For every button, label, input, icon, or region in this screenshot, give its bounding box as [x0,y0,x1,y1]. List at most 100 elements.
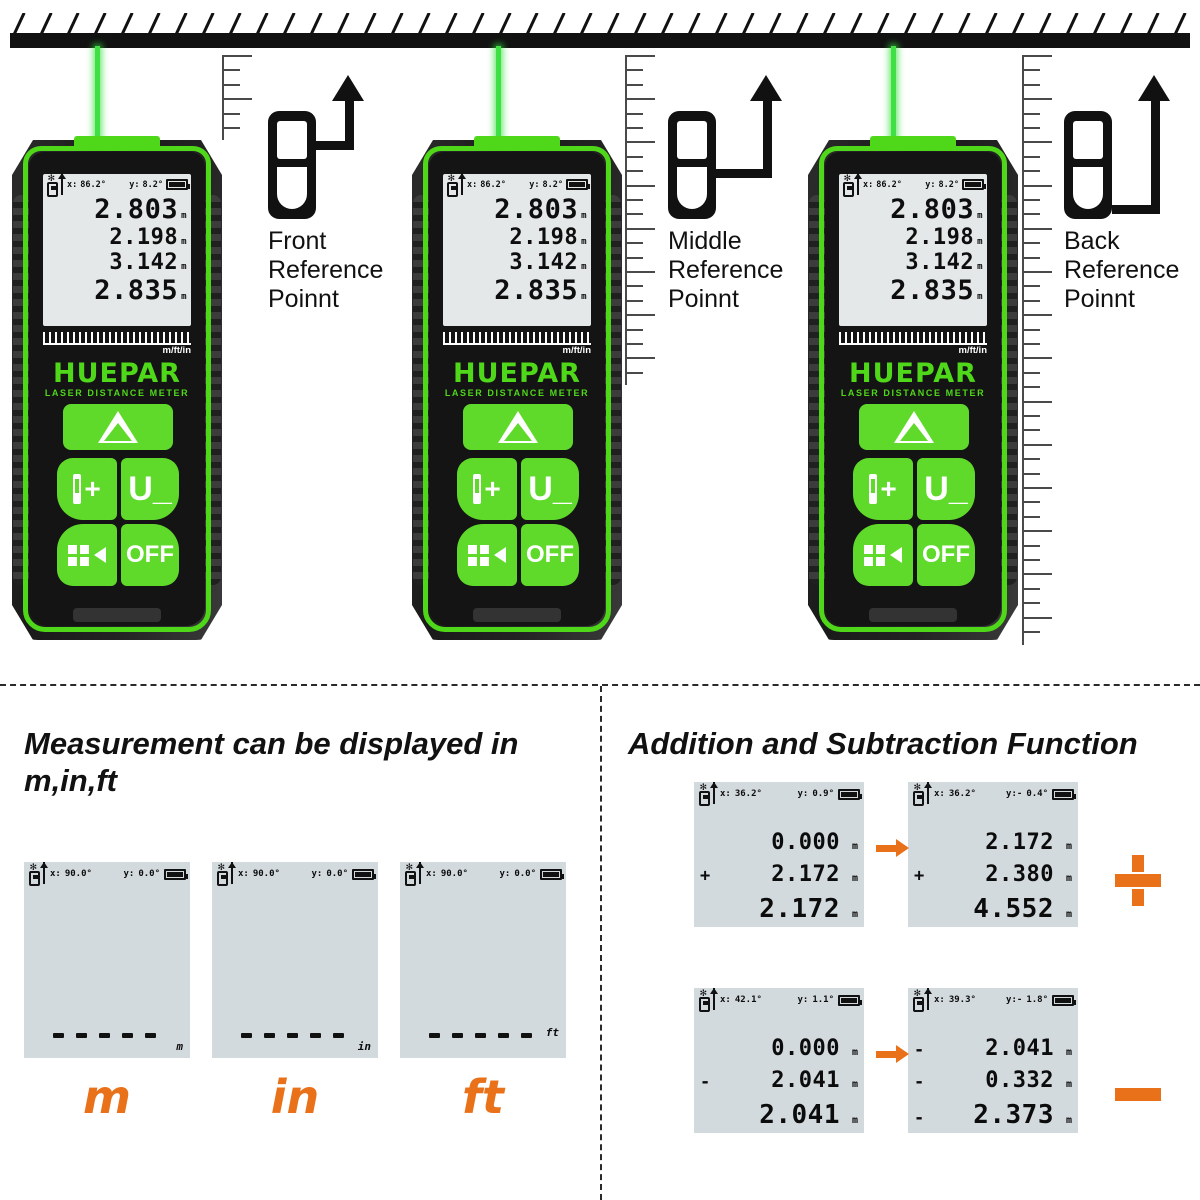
calc-row: 0.000 m [700,1036,858,1068]
calc-y-label: y: [797,789,809,799]
calc-rows: - 2.041 m - 0.332 m - 2.373 m [914,1036,1072,1132]
function-button[interactable] [457,524,517,586]
unit-panel-y-label: y: [123,869,135,879]
reference-device-body [1064,111,1112,219]
hatch-tick [928,13,944,35]
off-button[interactable]: OFF [917,524,975,586]
hatch-tick [361,13,377,35]
measurement-row: 2.803 m [447,194,587,225]
hatch-tick [712,13,728,35]
measure-button[interactable] [63,404,173,450]
calc-operator: + [914,866,925,886]
reference-arrow-foot [316,141,354,150]
unit-button[interactable]: U_ [521,458,579,520]
measurement-unit: m [181,262,187,272]
calc-device-icon: ✻ [913,781,932,806]
ceiling-surface [10,33,1190,48]
lcd-status-bar: ✻ x: 86.2° y: 8.2° [47,172,190,197]
ruler-tick [625,184,655,187]
lcd-y-value: 8.2° [142,179,163,190]
calc-row: 0.000 m [700,830,858,862]
measure-scale-front [222,55,254,140]
unit-panel-x-value: 90.0° [64,869,92,879]
ruler-tick [1022,141,1052,144]
plus-button[interactable]: + [57,458,117,520]
hatch-tick [658,13,674,35]
plus-button[interactable]: + [457,458,517,520]
calc-value: 4.552 [973,894,1054,924]
middle-reference-icon [668,75,786,220]
ruler-tick [1022,487,1052,489]
battery-icon [166,179,190,190]
function-button[interactable] [853,524,913,586]
ruler-tick [222,112,240,115]
unit-panel-y-value: 0.0° [514,869,536,879]
hatch-tick [1063,13,1079,35]
calc-unit: m [851,909,858,920]
unit-panel-x-value: 90.0° [252,869,280,879]
measurement-row: 2.198 m [843,225,983,250]
ruler-tick [1022,285,1040,288]
reference-tower-icon [869,474,878,504]
unit-button[interactable]: U_ [121,458,179,520]
laser-meter-device-1[interactable]: ✻ x: 86.2° y: 8.2° 2.803 m 2.198 m [12,136,222,640]
laser-star-icon: ✻ [844,170,851,184]
calc-row: - 2.041 m [700,1068,858,1100]
reference-arrow-icon [710,988,718,1010]
laser-triangle-icon [98,411,138,443]
ruler-tick [1022,573,1052,576]
speaker-icon [890,547,902,563]
calc-unit: m [851,1079,858,1090]
calc-rows: 0.000 m - 2.041 m 2.041 m [700,1036,858,1132]
measure-scale-back [1022,55,1054,645]
ceiling-hatching [10,13,1190,35]
hatch-tick [442,13,458,35]
ruler-tick [625,343,643,345]
plus-button[interactable]: + [853,458,913,520]
hatch-tick [1171,13,1187,35]
ruler-tick [625,328,643,331]
unit-big-label: m [83,1070,131,1124]
calc-value: 0.000 [771,830,840,855]
calc-value: 2.041 [759,1100,840,1130]
calc-rows: 2.172 m + 2.380 m 4.552 m [914,830,1072,926]
calc-y-label: y: [797,995,809,1005]
device-body-icon [47,181,58,197]
ruler-tick [625,127,643,129]
unit-button[interactable]: U_ [917,458,975,520]
front-reference-icon [268,75,386,220]
lcd-measurement-list: 2.803 m 2.198 m 3.142 m 2.835 m [843,194,983,306]
unit-display-panel: ✻ x: 90.0° y: 0.0° in [212,861,378,1058]
calc-value: 2.172 [759,894,840,924]
device-ruler-graphic [443,332,591,345]
hatch-tick [1144,13,1160,35]
measure-button[interactable] [859,404,969,450]
calc-unit: m [851,1047,858,1058]
laser-beam-3 [891,46,896,146]
reference-arrow-icon [924,782,932,804]
off-button[interactable]: OFF [521,524,579,586]
laser-meter-device-2[interactable]: ✻ x: 86.2° y: 8.2° 2.803 m 2.198 m [412,136,622,640]
function-button[interactable] [57,524,117,586]
measurement-value: 2.835 [494,275,579,306]
measurement-value: 2.835 [94,275,179,306]
ruler-tick [1022,458,1040,461]
off-button[interactable]: OFF [121,524,179,586]
laser-meter-device-3[interactable]: ✻ x: 86.2° y: 8.2° 2.803 m 2.198 m [808,136,1018,640]
hatch-tick [739,13,755,35]
hatch-tick [685,13,701,35]
laser-triangle-icon [894,411,934,443]
ruler-tick [222,98,252,101]
calc-value: 0.000 [771,1036,840,1061]
ruler-tick [1022,400,1052,403]
reference-device-screen [1073,121,1103,159]
units-section-title: Measurement can be displayed in m,in,ft [24,726,519,798]
reference-device-body [668,111,716,219]
measure-button[interactable] [463,404,573,450]
device-accent-frame [23,146,211,632]
reference-arrow-icon [416,862,424,884]
reference-points-section: ✻ x: 86.2° y: 8.2° 2.803 m 2.198 m [10,13,1190,645]
calc-y-label: y:- [1006,995,1023,1005]
hatch-tick [874,13,890,35]
measurement-value: 2.803 [890,194,975,225]
